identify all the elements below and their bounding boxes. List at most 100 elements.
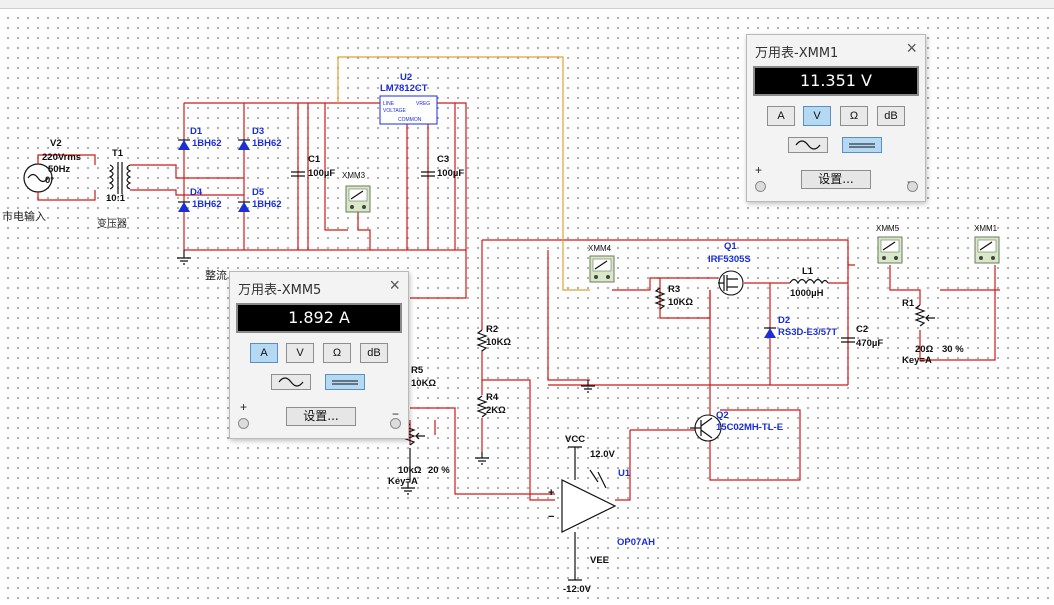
transformer-label: 变压器 — [97, 217, 127, 230]
close-icon[interactable]: × — [906, 38, 917, 58]
u1-minus: − — [548, 511, 554, 523]
meter-icon-xmm1[interactable] — [974, 236, 1000, 264]
bjt-q2[interactable] — [690, 414, 722, 442]
t1-transformer[interactable] — [108, 162, 132, 194]
inductor-l1[interactable] — [789, 278, 829, 285]
mosfet-q1[interactable] — [718, 270, 744, 296]
r4-name: R4 — [486, 392, 499, 403]
dc-line-icon — [332, 380, 358, 385]
d5-part: 1BH62 — [252, 199, 282, 210]
multimeter-xmm1-window[interactable]: 万用表-XMM1 × 11.351 V A V Ω dB + 设置... − — [746, 34, 926, 202]
diode-d3[interactable] — [238, 139, 250, 150]
resistor-r2[interactable] — [476, 329, 488, 352]
vee-label: VEE — [590, 555, 609, 566]
xmm5-ac-button[interactable] — [271, 374, 311, 390]
vee-value: -12.0V — [563, 584, 592, 595]
capacitor-c1[interactable] — [291, 171, 305, 177]
potentiometer-r1[interactable] — [914, 304, 935, 327]
d2-part: RS3D-E3/57T — [778, 327, 837, 338]
diode-d4[interactable] — [178, 201, 190, 212]
u1-plus: + — [548, 487, 554, 499]
multimeter-xmm5-window[interactable]: 万用表-XMM5 × 1.892 A A V Ω dB + 设置... − — [229, 271, 409, 439]
u1-part: OP07AH — [617, 537, 655, 548]
capacitor-c3[interactable] — [421, 171, 435, 177]
l1-name: L1 — [802, 266, 814, 277]
v2-vrms: 220Vrms — [42, 152, 81, 163]
close-icon[interactable]: × — [389, 275, 400, 295]
diode-d5[interactable] — [238, 201, 250, 212]
t1-ratio: 10:1 — [106, 193, 126, 204]
rectifier-label: 整流 — [205, 268, 227, 282]
resistor-r4[interactable] — [476, 395, 488, 418]
xmm5-ammeter-button[interactable]: A — [250, 343, 278, 363]
meter-icon-xmm5[interactable] — [877, 236, 903, 264]
xmm1-ohmmeter-button[interactable]: Ω — [840, 106, 868, 126]
q1-name: Q1 — [724, 241, 737, 252]
c3-name: C3 — [437, 154, 449, 165]
d1-name: D1 — [190, 126, 203, 137]
d4-name: D4 — [190, 187, 203, 198]
v2-ac-source[interactable] — [23, 154, 96, 201]
xmm1-plus-terminal-label: + — [755, 163, 763, 177]
xmm5-plus-terminal[interactable] — [238, 418, 249, 429]
xmm1-voltmeter-button[interactable]: V — [803, 106, 831, 126]
xmm3-label: XMM3 — [342, 171, 366, 180]
vcc-label: VCC — [565, 434, 585, 445]
xmm5-ohmmeter-button[interactable]: Ω — [323, 343, 351, 363]
r1-value: 20Ω — [915, 344, 934, 355]
xmm5-db-button[interactable]: dB — [360, 343, 388, 363]
xmm1-ammeter-button[interactable]: A — [767, 106, 795, 126]
mains-input-label: 市电输入 — [2, 209, 46, 223]
meter-icon-xmm3[interactable] — [345, 185, 371, 213]
toolbar-strip — [0, 0, 1054, 9]
xmm1-db-button[interactable]: dB — [877, 106, 905, 126]
c2-value: 470µF — [856, 338, 883, 349]
t1-name: T1 — [112, 148, 124, 159]
ac-wave-icon — [278, 377, 304, 387]
xmm1-ac-button[interactable] — [788, 137, 828, 153]
diode-d2[interactable] — [764, 327, 776, 338]
xmm5-dc-button[interactable] — [325, 374, 365, 390]
xmm1-plus-terminal[interactable] — [755, 181, 766, 192]
u1-name: U1 — [618, 468, 631, 479]
diode-d1[interactable] — [178, 139, 190, 150]
xmm5-settings-button[interactable]: 设置... — [286, 407, 356, 426]
u2-pin-line: LINE — [383, 101, 395, 107]
c3-value: 100µF — [437, 168, 464, 179]
xmm5-voltmeter-button[interactable]: V — [286, 343, 314, 363]
xmm1-title: 万用表-XMM1 — [755, 46, 839, 61]
ac-wave-icon — [795, 140, 821, 150]
d3-name: D3 — [252, 126, 264, 137]
resistor-r3[interactable] — [654, 287, 666, 310]
r1-key: Key=A — [902, 355, 932, 366]
pot-value: 10kΩ — [398, 465, 422, 476]
r1-name: R1 — [902, 298, 915, 309]
xmm1-dc-button[interactable] — [842, 137, 882, 153]
u2-part: LM7812CT — [380, 83, 428, 94]
r3-value: 10KΩ — [668, 297, 693, 308]
r2-value: 10KΩ — [486, 337, 511, 348]
xmm1-minus-terminal[interactable] — [907, 181, 918, 192]
xmm1-settings-button[interactable]: 设置... — [801, 170, 871, 189]
u2-pin-common: COMMON — [398, 117, 422, 123]
q1-part: IRF5305S — [708, 254, 751, 265]
xmm5-minus-terminal[interactable] — [390, 418, 401, 429]
capacitor-c2[interactable] — [841, 337, 855, 343]
d5-name: D5 — [252, 187, 265, 198]
opamp-u1[interactable] — [561, 446, 617, 581]
c1-name: C1 — [308, 154, 321, 165]
xmm5-display: 1.892 A — [236, 303, 402, 333]
ground-symbol — [177, 250, 595, 495]
xmm1-tag: XMM1 — [974, 224, 998, 233]
r1-pct: 30 % — [942, 344, 964, 355]
d2-name: D2 — [778, 315, 790, 326]
q2-name: Q2 — [716, 410, 729, 421]
meter-icon-xmm4[interactable] — [589, 255, 615, 283]
u2-pin-vreg: VREG — [416, 101, 430, 107]
regulator-u2[interactable]: LINE VREG VOLTAGE COMMON — [379, 95, 438, 125]
d1-part: 1BH62 — [192, 138, 222, 149]
r3-name: R3 — [668, 284, 680, 295]
d3-part: 1BH62 — [252, 138, 282, 149]
q2-part: 15C02MH-TL-E — [716, 422, 783, 433]
